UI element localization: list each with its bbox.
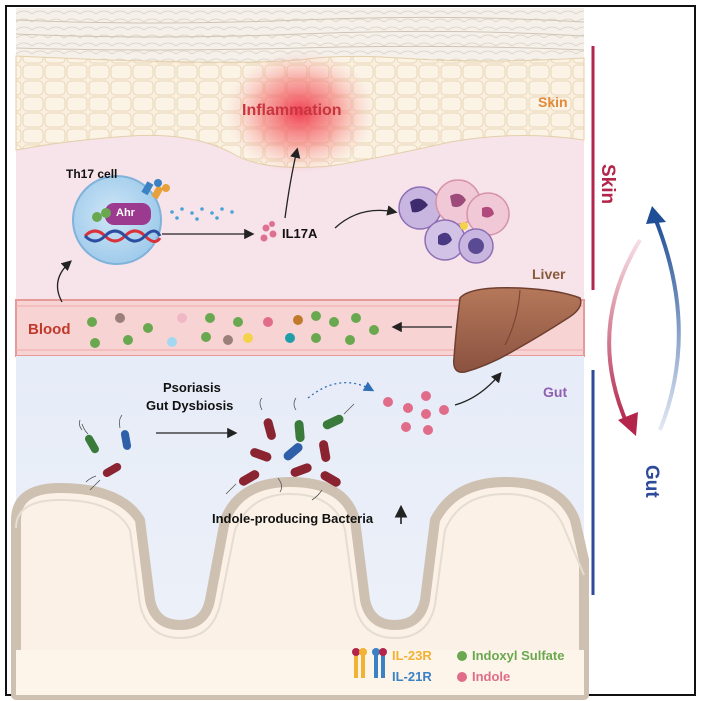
blood-particles — [87, 311, 379, 348]
bacteria-group-left — [78, 414, 132, 491]
legend-il23r: IL-23R — [392, 648, 432, 663]
arrow-dotted-to-indole — [307, 381, 375, 399]
secretion-dots — [170, 207, 234, 221]
ahr-label: Ahr — [116, 207, 135, 219]
arrowhead-gut-to-skin — [646, 206, 666, 224]
stratum-corneum — [16, 8, 584, 63]
villi-inner-line — [15, 492, 585, 640]
indole-dots — [383, 391, 449, 435]
dna-helix-2 — [83, 229, 162, 243]
receptor-icon — [141, 179, 170, 200]
immune-cells — [398, 179, 510, 264]
th17-label: Th17 cell — [66, 167, 118, 181]
legend-indoxyl: Indoxyl Sulfate — [472, 648, 565, 663]
arrow-il17a-to-immune — [334, 205, 398, 229]
arrow-skin-to-gut — [607, 238, 642, 427]
il21r-icon — [372, 648, 387, 678]
bacteria-label: Indole-producing Bacteria — [212, 511, 374, 526]
ahr-receptor — [105, 203, 151, 225]
arrow-gut-to-skin — [653, 217, 681, 431]
liver-label: Liver — [532, 266, 566, 282]
indoxyl-legend-dot — [457, 651, 467, 661]
indole-legend-dot — [457, 672, 467, 682]
blood-label: Blood — [28, 321, 71, 338]
liver-organ — [452, 286, 582, 373]
arrow-indole-to-liver — [454, 372, 502, 406]
il17a-molecules — [260, 221, 277, 242]
arrow-il17a-to-inflammation — [284, 147, 301, 219]
stratum-lines — [15, 16, 585, 51]
arrowhead-skin-to-gut — [618, 412, 638, 436]
axis-skin-label: Skin — [597, 164, 618, 205]
il23r-icon — [352, 648, 367, 678]
legend-indole: Indole — [472, 669, 511, 684]
indoxyl-bound — [92, 212, 102, 222]
indoxyl-bound-2 — [101, 208, 111, 218]
arrow-blood-to-th17 — [56, 260, 72, 303]
inflammation-glow — [225, 50, 375, 174]
il17a-label: IL17A — [282, 226, 318, 241]
liver-lobe-line — [504, 289, 521, 346]
gut-layer-label: Gut — [543, 384, 568, 400]
axis-gut-label: Gut — [641, 465, 662, 498]
gut-lumen-base — [16, 650, 584, 695]
dysbiosis-label: Gut Dysbiosis — [146, 398, 234, 413]
bacteria-group-right — [225, 397, 355, 501]
psoriasis-label: Psoriasis — [163, 380, 221, 395]
intestinal-villi — [11, 477, 589, 700]
skin-layer-label: Skin — [538, 94, 568, 110]
legend-il21r: IL-21R — [392, 669, 432, 684]
inflammation-label: Inflammation — [242, 102, 342, 119]
